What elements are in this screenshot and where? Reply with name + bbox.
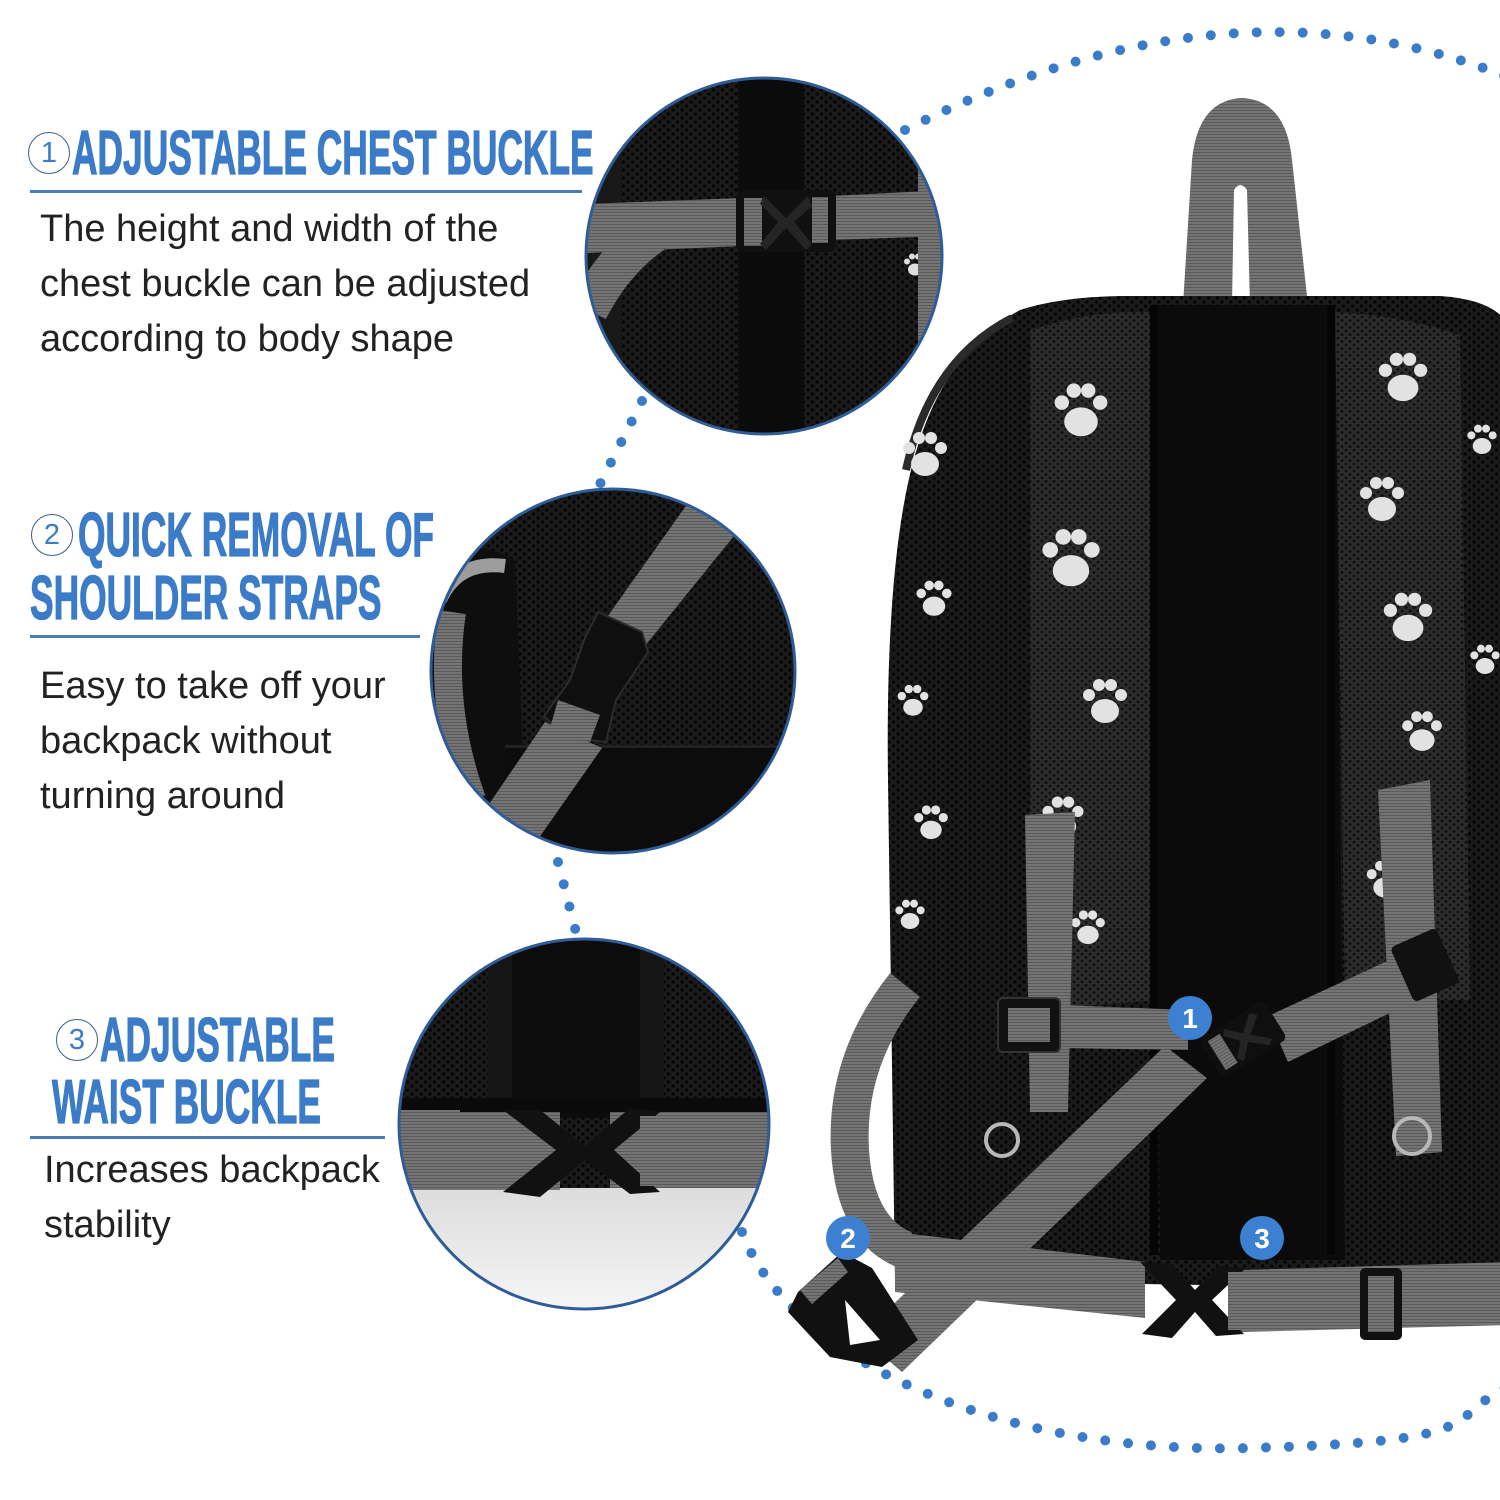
backpack-back-view <box>788 98 1500 1372</box>
harness-straps <box>830 780 1500 1372</box>
chest-buckle <box>1200 1001 1286 1077</box>
feature-number-marker-1: 1 <box>28 132 70 174</box>
right-shoulder-pad <box>1335 312 1470 1000</box>
waist-buckle <box>1140 1262 1402 1340</box>
dotted-connector-lines <box>553 27 1500 1454</box>
badge-3: 3 <box>1240 1216 1284 1260</box>
description-line: The height and width of the <box>40 208 499 250</box>
feature-number-marker-3: 3 <box>56 1019 98 1061</box>
badge-1-label: 1 <box>1182 1003 1198 1034</box>
dotted-link-1-2 <box>593 396 647 493</box>
badge-3-label: 3 <box>1254 1223 1270 1254</box>
dotted-arc-top <box>900 27 1500 135</box>
description-line: turning around <box>40 775 286 817</box>
badge-2-label: 2 <box>840 1223 856 1254</box>
feature-title: QUICK REMOVAL OF <box>78 501 435 570</box>
description-line: backpack without <box>40 720 332 762</box>
dotted-link-2-3 <box>553 857 582 941</box>
feature-description: Increases backpack stability <box>44 1143 380 1253</box>
feature-description: The height and width of the chest buckle… <box>40 202 530 367</box>
dotted-arc-bottom <box>737 1227 1500 1454</box>
description-line: Easy to take off your <box>40 665 386 707</box>
feature-number-marker-2: 2 <box>31 514 73 556</box>
center-back-panel <box>1150 305 1345 1260</box>
feature-title: ADJUSTABLE <box>100 1006 336 1075</box>
badge-1: 1 <box>1168 996 1212 1040</box>
title-divider <box>30 635 420 638</box>
title-divider <box>30 190 582 193</box>
feature-title: WAIST BUCKLE <box>52 1068 322 1137</box>
description-line: Increases backpack <box>44 1149 380 1191</box>
description-line: chest buckle can be adjusted <box>40 263 531 305</box>
description-line: stability <box>44 1204 171 1246</box>
feature-title: ADJUSTABLE CHEST BUCKLE <box>72 119 594 188</box>
title-divider <box>30 1136 385 1139</box>
feature-description: Easy to take off your backpack without t… <box>40 659 386 824</box>
badge-2: 2 <box>826 1216 870 1260</box>
inset-waist-buckle-photo <box>397 937 771 1311</box>
callout-badges: 1 2 3 <box>826 996 1284 1260</box>
inset-shoulder-strap-photo <box>429 487 797 855</box>
inset-chest-buckle-photo <box>584 76 944 436</box>
description-line: according to body shape <box>40 318 455 360</box>
quick-release-buckle <box>788 1252 918 1367</box>
feature-title: SHOULDER STRAPS <box>30 564 382 633</box>
